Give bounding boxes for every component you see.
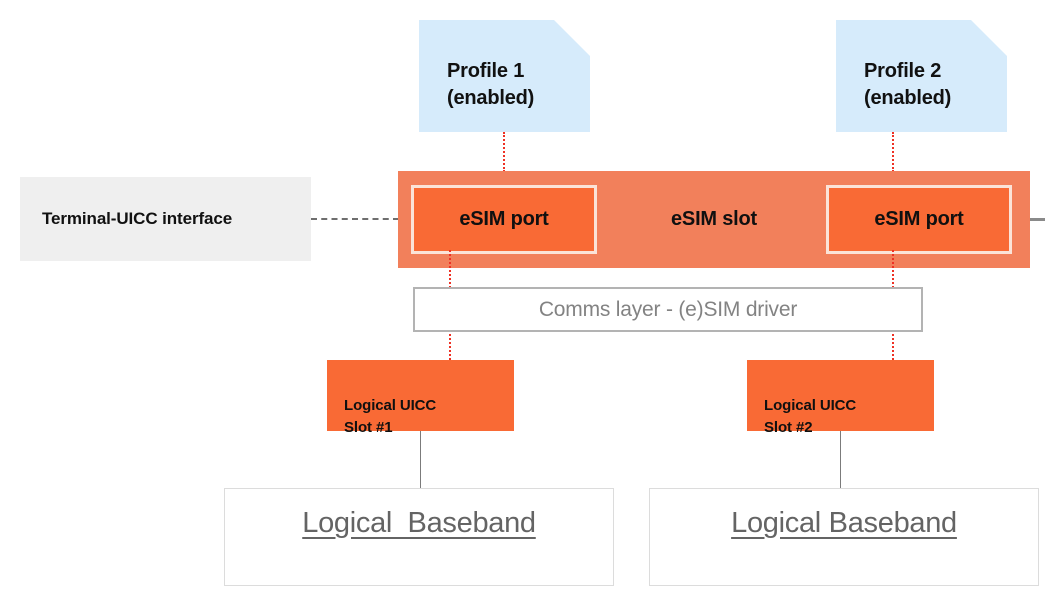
profile-2-label: Profile 2 (enabled) [864,60,952,109]
comms-layer-box[interactable]: Comms layer - (e)SIM driver [413,287,923,332]
slot-right-connector-stub [1030,218,1045,221]
logical-uicc-slot-2[interactable]: Logical UICC Slot #2 [747,360,934,436]
esim-port-1[interactable]: eSIM port [411,185,597,254]
esim-port-1-label: eSIM port [459,208,549,230]
profile-card-1[interactable]: Profile 1 (enabled) [419,20,590,132]
logical-uicc-slot-1[interactable]: Logical UICC Slot #1 [327,360,514,436]
logical-baseband-1-label: Logical Baseband [302,507,536,539]
logical-uicc-slot-2-label: Logical UICC Slot #2 [764,396,857,436]
logical-baseband-2[interactable]: Logical Baseband [649,488,1039,586]
terminal-uicc-interface-box[interactable]: Terminal-UICC interface [20,177,311,261]
comms-layer-label: Comms layer - (e)SIM driver [538,297,798,321]
terminal-uicc-interface-label: Terminal-UICC interface [42,209,233,228]
connector-uicc-slot2-to-baseband2 [840,431,841,488]
esim-port-2-label: eSIM port [874,208,964,230]
esim-slot-box[interactable]: eSIM slot eSIM port eSIM port [398,171,1030,268]
connector-profile2-to-port2 [892,132,894,172]
esim-port-2[interactable]: eSIM port [826,185,1012,254]
connector-uicc-slot1-to-baseband1 [420,431,421,488]
connector-terminal-to-slot [311,218,399,220]
esim-slot-label: eSIM slot [671,208,757,230]
profile-card-2[interactable]: Profile 2 (enabled) [836,20,1007,132]
logical-baseband-1[interactable]: Logical Baseband [224,488,614,586]
profile-1-label: Profile 1 (enabled) [447,60,535,109]
connector-profile1-to-port1 [503,132,505,172]
logical-baseband-2-label: Logical Baseband [731,507,957,539]
logical-uicc-slot-1-label: Logical UICC Slot #1 [344,396,437,436]
